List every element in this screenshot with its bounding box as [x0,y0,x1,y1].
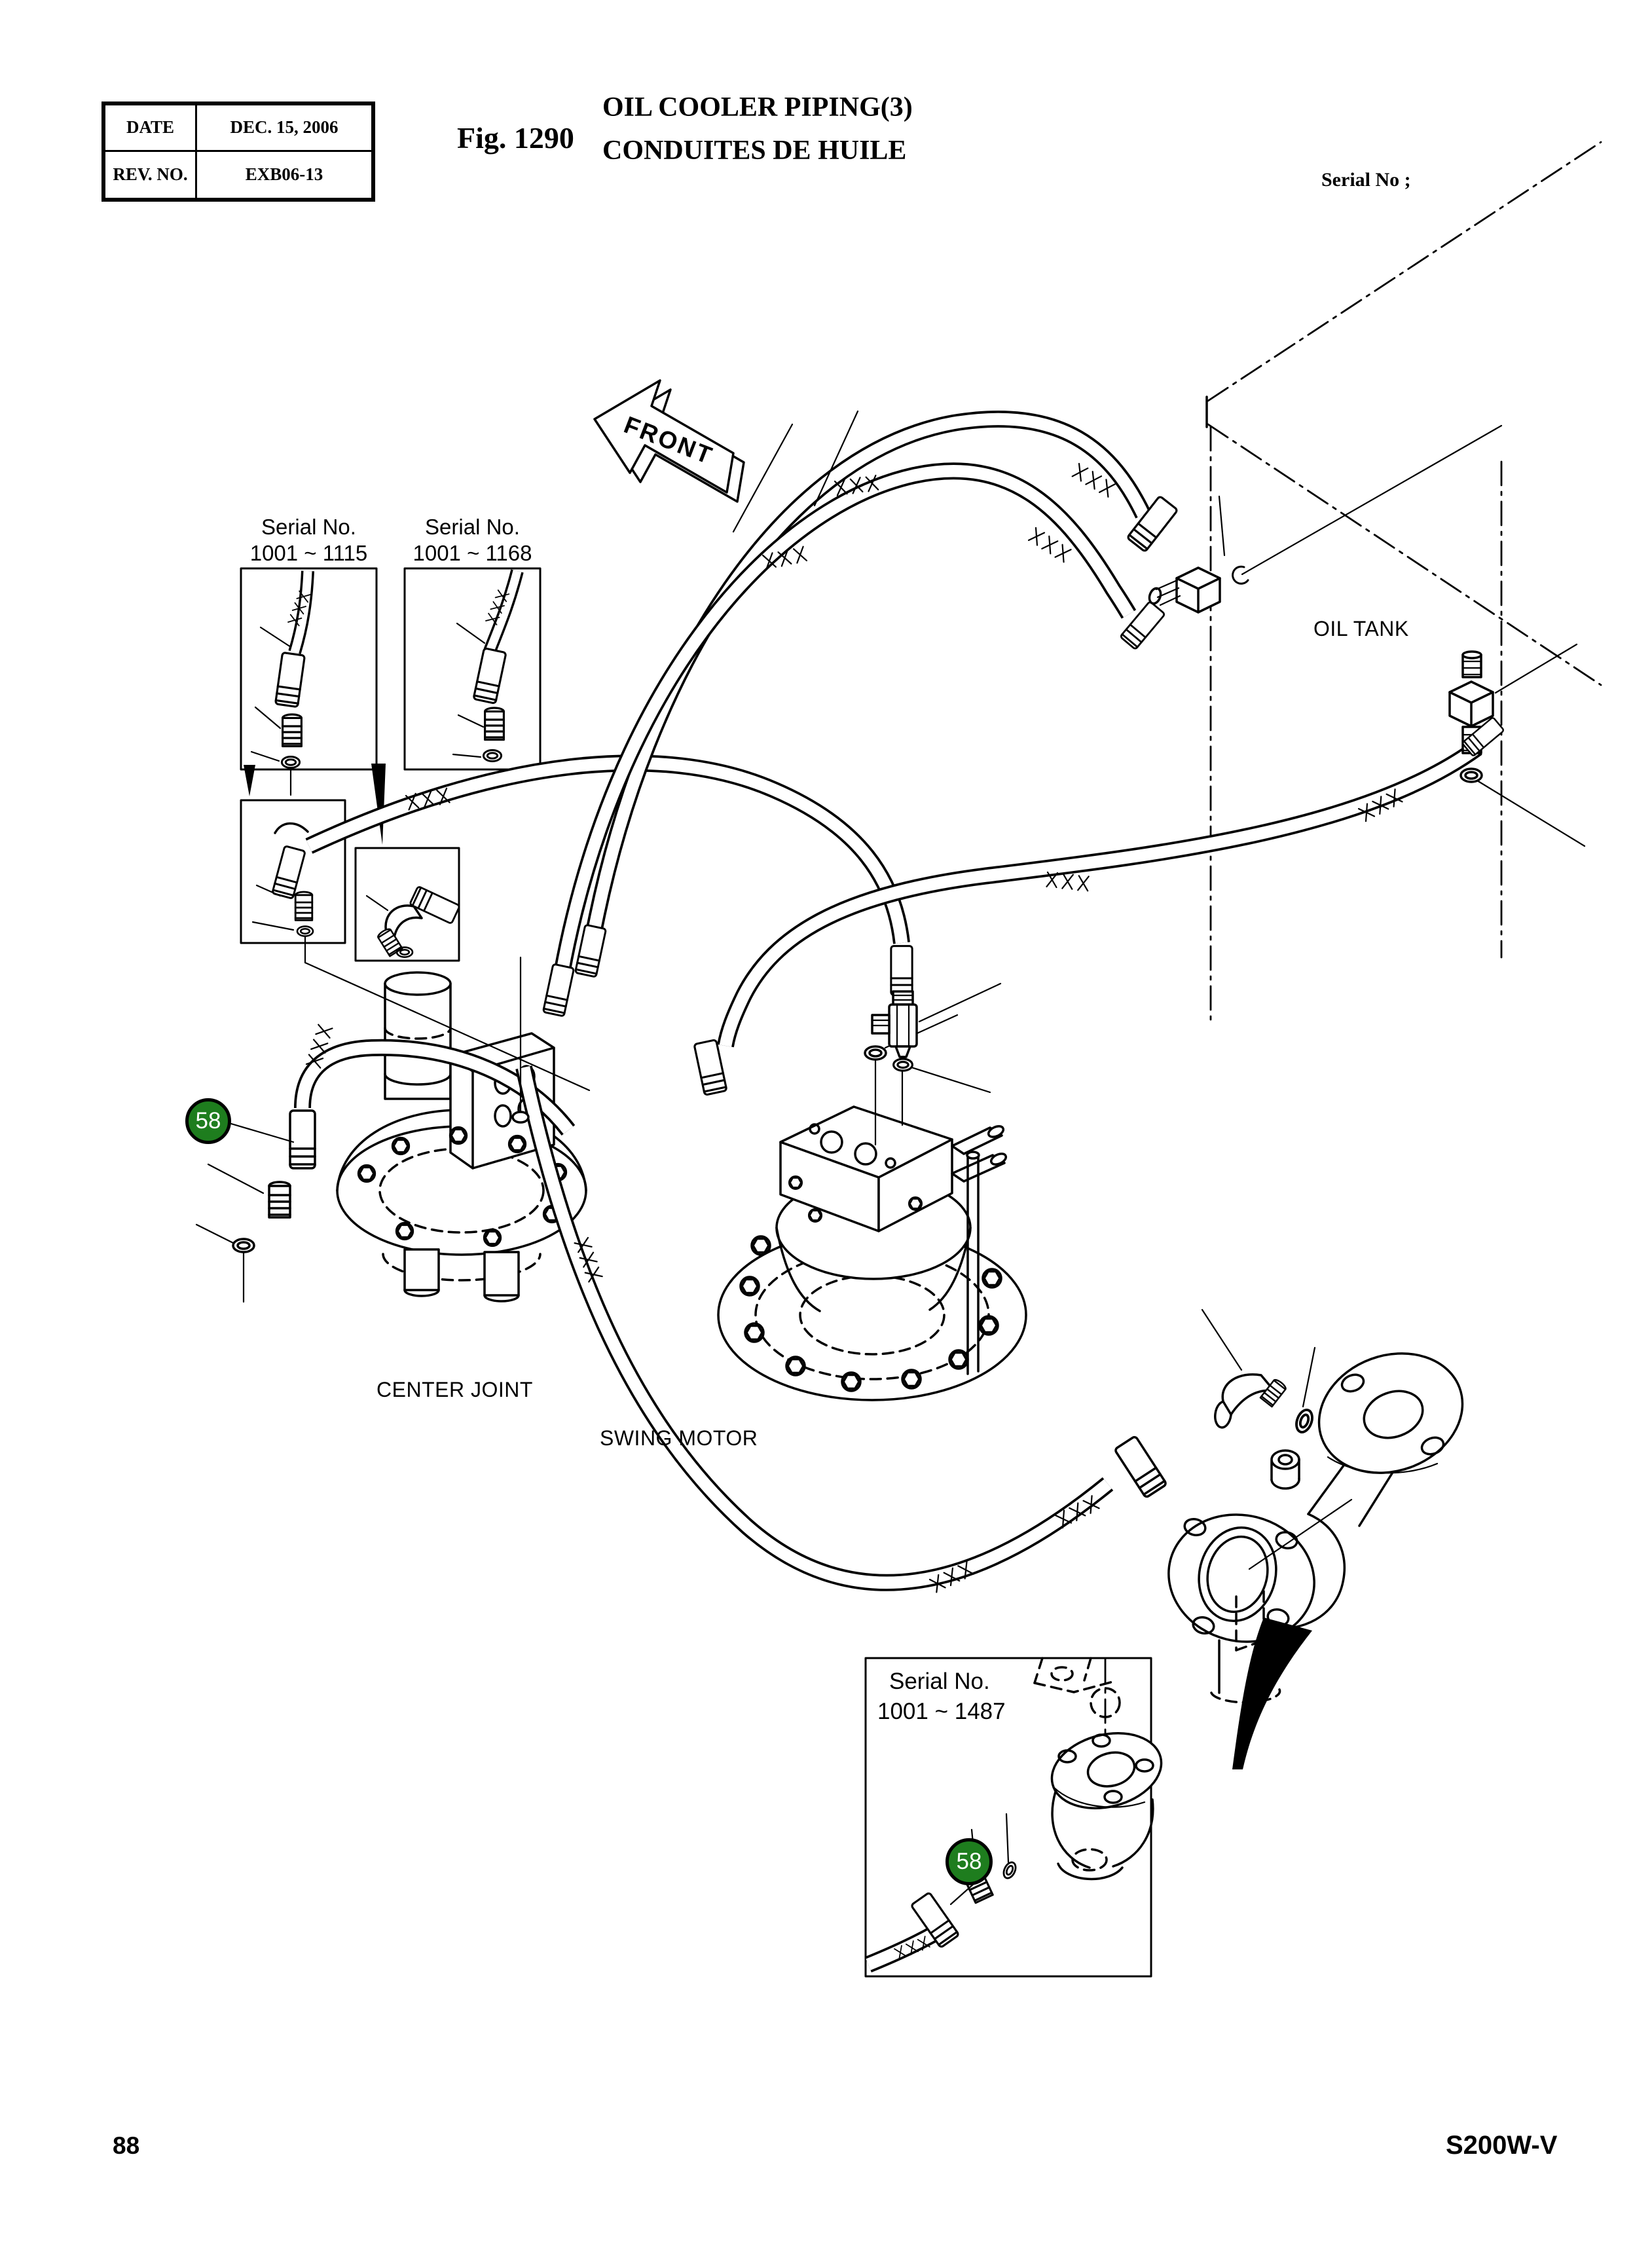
leader-lines [195,410,1586,1408]
revision-no-label: REV. NO. [105,151,197,198]
hoses [294,410,1482,1591]
serial-inset-3-drawing [864,1657,1163,1978]
model-code: S200W-V [1446,2131,1558,2160]
fittings [232,494,1505,1499]
center-joint-drawing [336,971,587,1303]
inset1-title: Serial No. [261,515,356,539]
page-number: 88 [113,2132,140,2159]
inset3-title: Serial No. [889,1669,990,1694]
inset2-title: Serial No. [425,515,520,539]
swing-motor-drawing [717,1014,1027,1401]
page-title: OIL COOLER PIPING(3) [602,92,913,122]
inset1-range: 1001 ~ 1115 [249,541,368,565]
revision-date-label: DATE [105,105,197,152]
oil-tank-outline [1205,141,1602,1023]
revision-no-value: EXB06-13 [245,164,323,185]
detail-box-b [354,847,460,962]
inset-pointer-arrow [1232,1590,1312,1769]
center-joint-label: CENTER JOINT [376,1378,533,1401]
part-callout-58-main: 58 [185,1098,231,1144]
revision-date-value: DEC. 15, 2006 [197,105,371,152]
part-callout-58-inset: 58 [945,1838,993,1885]
inset2-range: 1001 ~ 1168 [413,541,532,565]
revision-table: DATE DEC. 15, 2006 REV. NO. EXB06-13 [101,102,375,202]
oil-tank-label: OIL TANK [1313,617,1409,640]
figure-number: Fig. 1290 [457,121,574,155]
return-pipe-assembly [1167,1352,1464,1704]
inset3-range: 1001 ~ 1487 [877,1699,1006,1724]
serial-inset-1-drawing [240,567,378,796]
front-arrow [593,379,745,503]
swing-motor-label: SWING MOTOR [600,1426,758,1450]
detail-box-a [240,799,346,944]
serial-inset-2-drawing [371,567,541,845]
page-title-fr: CONDUITES DE HUILE [602,136,907,166]
serial-no-note: Serial No ; [1321,169,1411,191]
